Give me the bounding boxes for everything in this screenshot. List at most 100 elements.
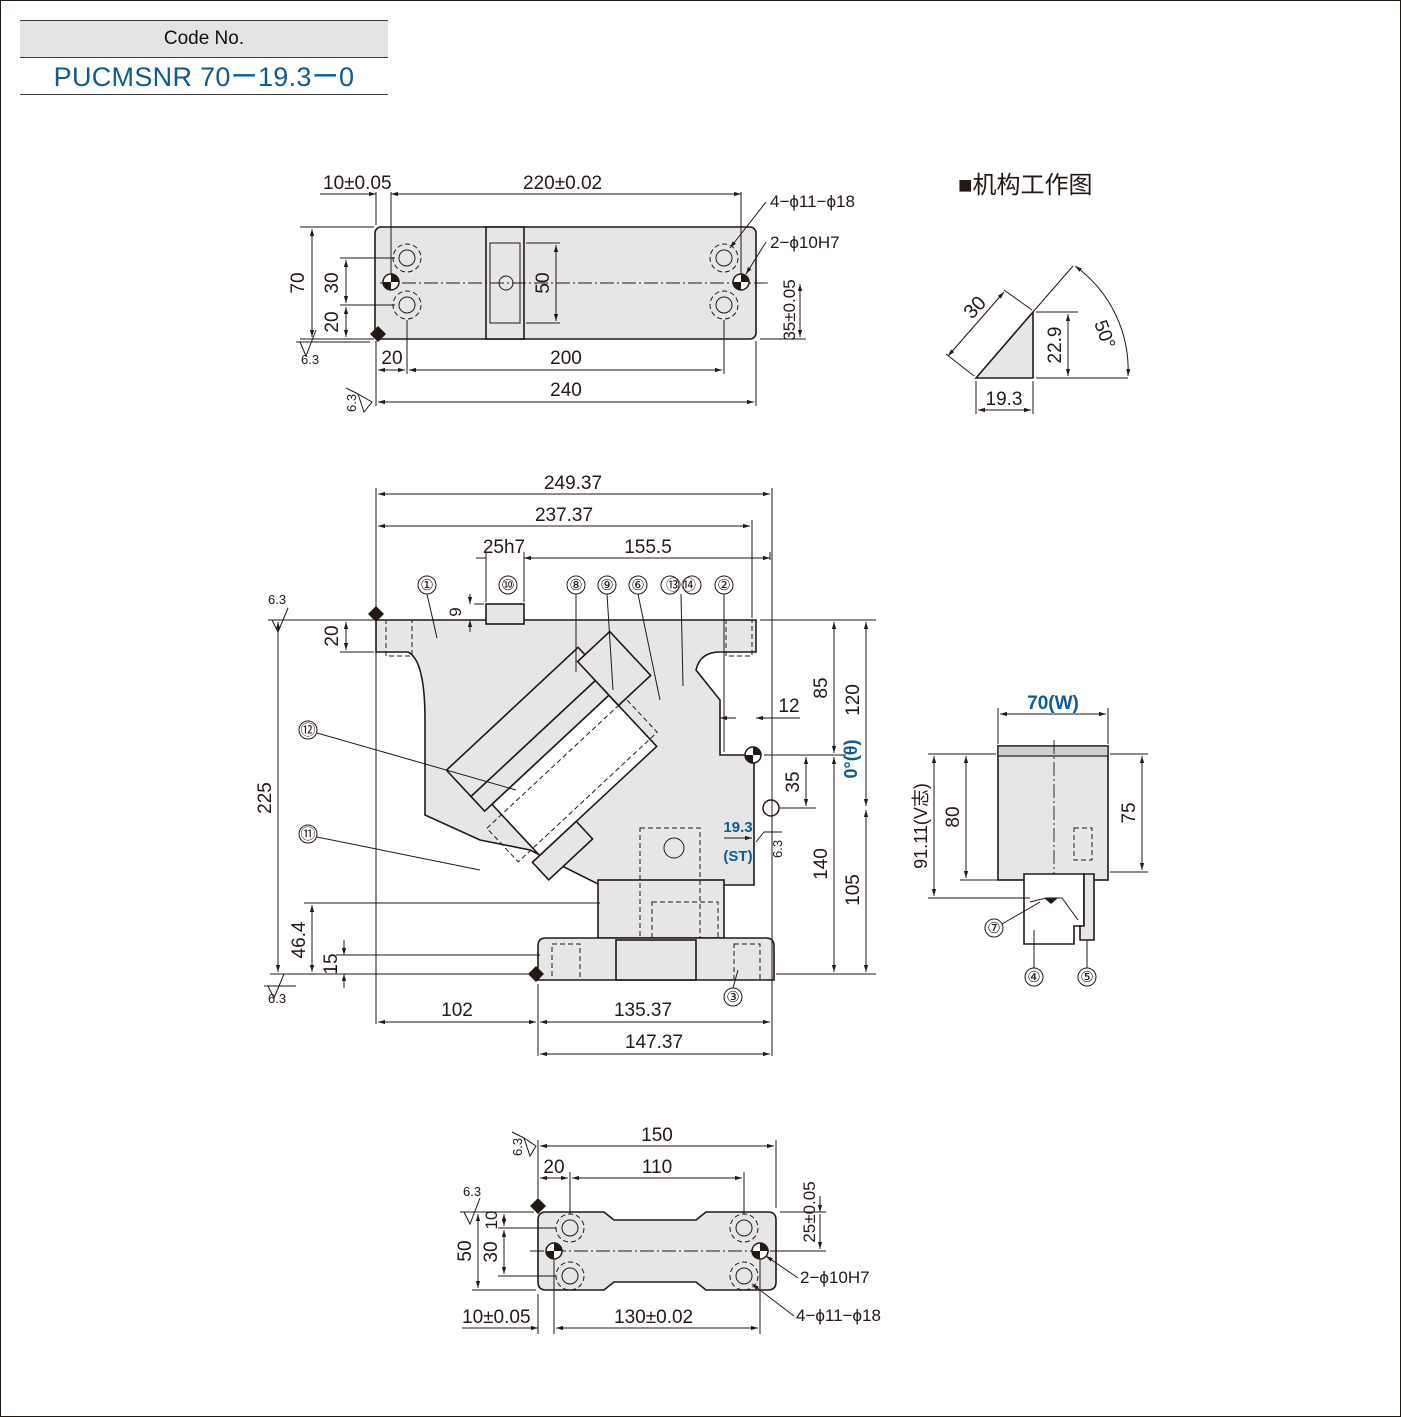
dim-top-30: 30 [322, 272, 343, 293]
rough-bottom-2: 6.3 [463, 1184, 481, 1199]
mechanism-diagram: ■机构工作图 30 22.9 19.3 50° [945, 172, 1131, 414]
roughness-symbol [296, 329, 370, 358]
top-pin-spec: 2−ϕ10H7 [770, 233, 840, 252]
code-label: Code No. [20, 20, 388, 58]
part-9: ⑨ [600, 577, 613, 594]
part-6: ⑥ [631, 577, 644, 594]
dim-85: 85 [811, 677, 832, 698]
st-value: 19.3 [723, 819, 752, 836]
dim-120: 120 [843, 684, 864, 716]
dowel-pin-right [732, 273, 750, 291]
front-view: 249.37 237.37 25h7 155.5 9 20 12 85 120 … [255, 473, 876, 1057]
side-dim-91: 91.11(V志) [911, 783, 931, 869]
dowel-pin-left [382, 273, 400, 291]
bottom-hole-br [729, 1261, 759, 1291]
rough-front-top: 6.3 [268, 592, 286, 607]
dim-top-20: 20 [322, 311, 343, 332]
part-4: ④ [1027, 969, 1040, 986]
dim-147: 147.37 [625, 1032, 683, 1053]
bottom-dim-50: 50 [455, 1240, 476, 1261]
side-dim-80: 80 [943, 806, 964, 827]
dim-top-20b: 20 [381, 348, 402, 369]
dim-46: 46.4 [289, 921, 310, 958]
rough-bottom-1: 6.3 [510, 1138, 525, 1156]
dim-9: 9 [446, 607, 465, 616]
part-8: ⑧ [569, 577, 582, 594]
part-5: ⑤ [1080, 969, 1093, 986]
dim-12: 12 [778, 696, 799, 717]
part-10: ⑩ [501, 577, 514, 594]
part-11: ⑪ [300, 826, 315, 843]
wedge-triangle [974, 309, 1034, 379]
st-label: (ST) [723, 848, 752, 865]
dim-249: 249.37 [544, 473, 602, 494]
mechanism-title: ■机构工作图 [958, 172, 1093, 199]
lower-block [597, 879, 725, 939]
dim-top-200: 200 [550, 348, 582, 369]
part-13-14: ⑬⑭ [666, 577, 696, 594]
bottom-dim-130: 130±0.02 [614, 1307, 693, 1328]
counterbore-hole-br [709, 290, 739, 320]
base-center [615, 939, 697, 981]
dim-102: 102 [441, 1000, 473, 1021]
slide-block [490, 694, 658, 857]
key-part-10 [485, 603, 525, 625]
part-2: ② [717, 577, 730, 594]
part-12: ⑫ [300, 722, 315, 739]
side-width-label: 70(W) [1027, 693, 1079, 714]
bottom-hole-spec: 4−ϕ11−ϕ18 [796, 1306, 881, 1325]
bottom-dim-10: 10 [482, 1211, 501, 1230]
part-1: ① [420, 577, 433, 594]
bottom-dim-10b: 10±0.05 [462, 1307, 531, 1328]
mech-dim-30: 30 [960, 292, 991, 323]
dim-theta: 0°(θ) [841, 740, 861, 779]
top-hole-spec: 4−ϕ11−ϕ18 [770, 192, 855, 211]
dim-225: 225 [255, 782, 276, 814]
dim-35: 35 [783, 771, 804, 792]
rough-top-2: 6.3 [344, 394, 359, 412]
side-dim-75: 75 [1119, 802, 1140, 823]
rough-st: 6.3 [770, 840, 785, 858]
bottom-dim-30: 30 [481, 1241, 502, 1262]
bottom-dim-150: 150 [641, 1125, 673, 1146]
stroke-end-marker [762, 799, 780, 817]
origin-marker [744, 746, 762, 764]
wedge-13-14 [576, 630, 652, 707]
mech-angle: 50° [1089, 318, 1119, 352]
cylinder-11 [531, 820, 594, 882]
part-3: ③ [726, 989, 739, 1006]
bottom-dim-20: 20 [543, 1157, 564, 1178]
bottom-dim-25: 25±0.05 [800, 1181, 819, 1242]
side-wedge-4 [1023, 873, 1085, 945]
side-view: 70(W) 80 91.11(V志) 75 ④ ⑤ ⑦ [911, 693, 1148, 987]
dim-135: 135.37 [614, 1000, 672, 1021]
part-7: ⑦ [987, 920, 1000, 937]
dim-top-50: 50 [533, 272, 554, 293]
bottom-pin-right [751, 1242, 769, 1260]
dim-140: 140 [811, 848, 832, 880]
dim-105: 105 [843, 874, 864, 906]
dim-155: 155.5 [624, 537, 672, 558]
bottom-pin-left [545, 1242, 563, 1260]
dim-20: 20 [322, 625, 343, 646]
counterbore-hole-tr [709, 243, 739, 273]
dim-15: 15 [321, 953, 342, 974]
dim-top-70: 70 [288, 272, 309, 293]
code-number-box: Code No. PUCMSNR 70ー19.3ー0 [20, 20, 388, 95]
dim-237: 237.37 [535, 505, 593, 526]
top-view: 10±0.05 220±0.02 4−ϕ11−ϕ18 2−ϕ10H7 70 30… [288, 173, 855, 414]
bottom-view: 150 20 110 25±0.05 50 10 30 2−ϕ10H7 4−ϕ1… [455, 1125, 881, 1334]
mech-dim-height: 22.9 [1045, 327, 1066, 364]
dim-top-220: 220±0.02 [523, 173, 602, 194]
bottom-pin-spec: 2−ϕ10H7 [800, 1268, 870, 1287]
dim-top-10: 10±0.05 [323, 173, 392, 194]
dim-25h7: 25h7 [483, 537, 525, 558]
dim-top-240: 240 [550, 380, 582, 401]
code-value: PUCMSNR 70ー19.3ー0 [20, 58, 388, 95]
dim-top-35: 35±0.05 [780, 279, 799, 340]
bottom-dim-110: 110 [642, 1157, 672, 1178]
mech-dim-base: 19.3 [986, 389, 1023, 410]
roughness-symbol [345, 387, 373, 414]
rough-front-bottom: 6.3 [268, 991, 286, 1006]
